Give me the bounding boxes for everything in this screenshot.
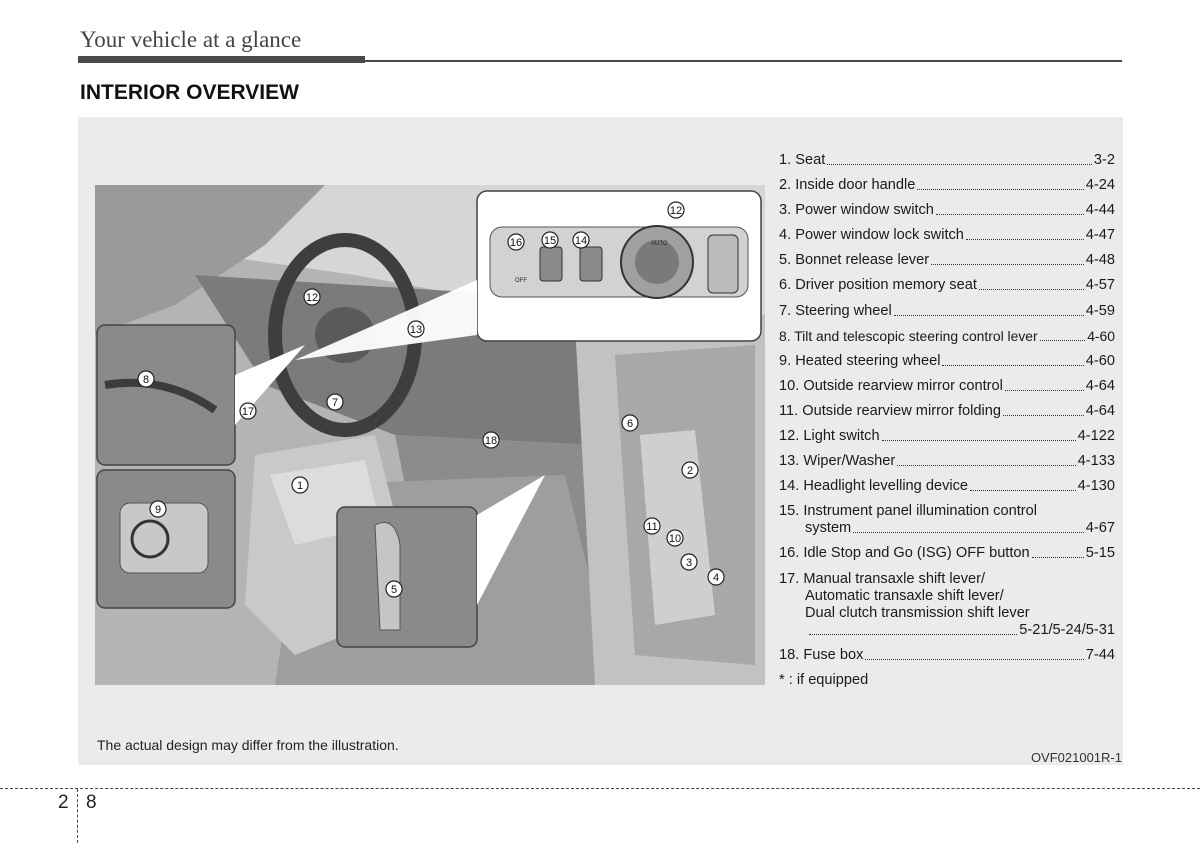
callout-16: 16	[507, 233, 525, 251]
svg-text:6: 6	[627, 418, 633, 430]
auto-label: AUTO	[651, 241, 668, 247]
svg-text:2: 2	[687, 465, 693, 477]
callout-13: 13	[407, 320, 425, 338]
figure-code: OVF021001R-1	[1030, 750, 1122, 765]
disclaimer: The actual design may differ from the il…	[97, 737, 399, 753]
svg-text:14: 14	[575, 235, 587, 247]
toc-item: 17. Manual transaxle shift lever/ Automa…	[779, 570, 1115, 638]
svg-text:16: 16	[510, 237, 522, 249]
svg-text:15: 15	[544, 235, 556, 247]
section-title: Your vehicle at a glance	[80, 27, 302, 52]
callout-15: 15	[541, 231, 559, 249]
callout-10: 10	[666, 529, 684, 547]
toc-item: 15. Instrument panel illumination contro…	[779, 503, 1115, 537]
toc-item: 8. Tilt and telescopic steering control …	[779, 327, 1115, 344]
svg-text:11: 11	[646, 521, 657, 533]
svg-text:8: 8	[143, 374, 149, 386]
callout-7: 7	[326, 393, 344, 411]
svg-text:18: 18	[485, 435, 497, 447]
interior-illustration: AUTO OFF 1 2 3 4 5 6 7 8 9 10 11 12 13 1…	[95, 185, 765, 685]
title-rule-thick	[78, 56, 365, 63]
svg-text:17: 17	[242, 406, 254, 418]
title-rule-thin	[365, 60, 1122, 62]
svg-text:9: 9	[155, 504, 161, 516]
callout-18: 18	[482, 431, 500, 449]
footer-rule	[0, 788, 1200, 789]
svg-text:4: 4	[713, 572, 719, 584]
svg-text:3: 3	[686, 557, 692, 569]
page-divider	[77, 789, 78, 843]
callout-12-switch: 12	[667, 201, 685, 219]
callout-8: 8	[137, 370, 155, 388]
svg-text:7: 7	[332, 397, 338, 409]
callout-14: 14	[572, 231, 590, 249]
callout-6: 6	[621, 414, 639, 432]
chapter-number: 2	[58, 792, 69, 813]
off-label: OFF	[515, 278, 527, 284]
svg-text:12: 12	[306, 292, 318, 304]
svg-text:1: 1	[297, 480, 303, 492]
svg-text:12: 12	[670, 205, 682, 217]
callout-12: 12	[303, 288, 321, 306]
callout-1: 1	[291, 476, 309, 494]
toc-note: * : if equipped	[779, 671, 869, 688]
callout-9: 9	[149, 500, 167, 518]
callout-2: 2	[681, 461, 699, 479]
callout-11: 11	[643, 517, 661, 535]
page-number: 8	[86, 792, 97, 813]
callout-5: 5	[385, 580, 403, 598]
svg-text:10: 10	[669, 533, 681, 545]
svg-text:13: 13	[410, 324, 422, 336]
callout-4: 4	[707, 568, 725, 586]
page-heading: INTERIOR OVERVIEW	[80, 81, 299, 104]
callout-17: 17	[239, 402, 257, 420]
svg-text:5: 5	[391, 584, 397, 596]
callout-3: 3	[680, 553, 698, 571]
